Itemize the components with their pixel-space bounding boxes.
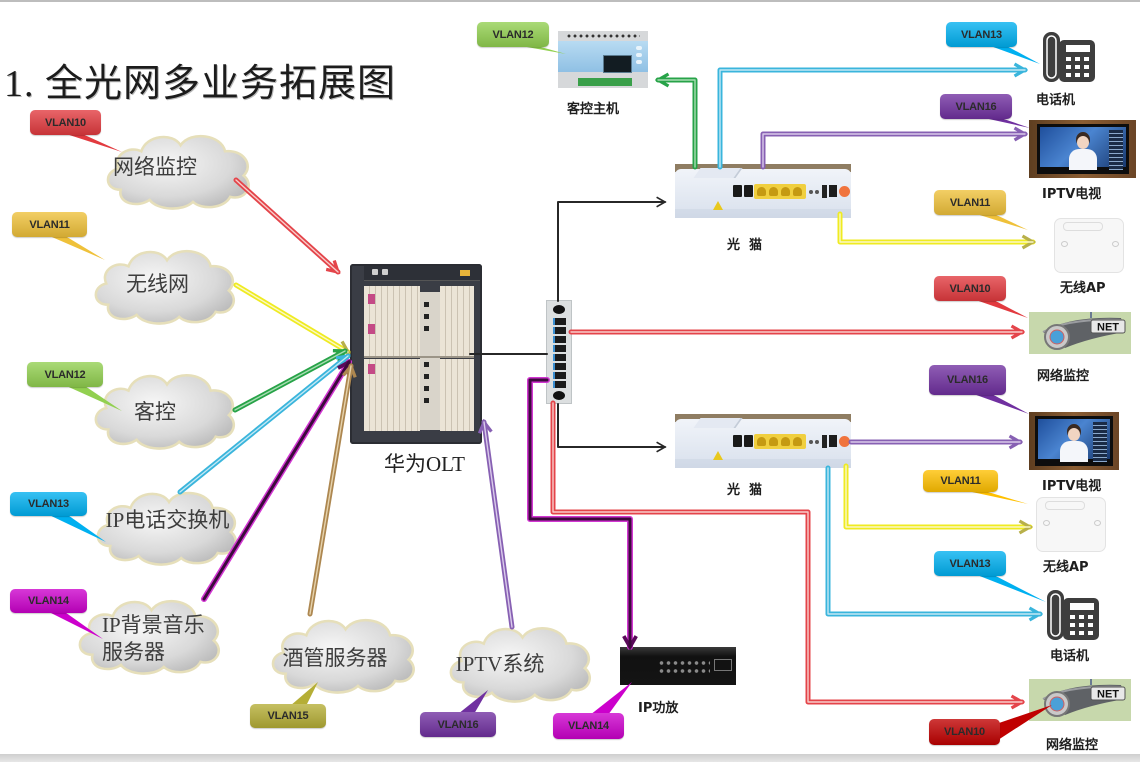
- vlan-tag: VLAN10: [30, 110, 101, 135]
- callout-tail: [968, 392, 1029, 414]
- camera-badge: NET: [1097, 689, 1119, 701]
- link-ont1-to-ap: [840, 214, 1033, 242]
- callout-tail: [970, 298, 1028, 318]
- service-label-ip-pbx: IP电话交换机: [105, 508, 230, 532]
- service-label-hotel-mgmt: 酒管服务器: [282, 646, 388, 670]
- vlan-tag: VLAN10: [929, 719, 1000, 745]
- ip-amplifier: [620, 647, 736, 685]
- ont-2: [675, 414, 851, 468]
- callout-tail: [590, 682, 632, 715]
- endpoint-label: 电话机: [1050, 649, 1090, 664]
- vlan-tag: VLAN13: [934, 551, 1006, 576]
- endpoint-label: 网络监控: [1037, 369, 1090, 384]
- callout-tail: [985, 44, 1040, 64]
- link-ont1-to-controller: [658, 80, 695, 167]
- vlan-tag: VLAN13: [10, 492, 87, 516]
- vlan-tag: VLAN16: [929, 365, 1006, 395]
- callout-tail: [972, 573, 1046, 602]
- service-label-surveillance: 网络监控: [113, 155, 197, 179]
- slide-bottom-edge: [0, 754, 1140, 762]
- callout-tail: [45, 513, 106, 542]
- callout-tail: [60, 132, 122, 152]
- vlan-tag: VLAN13: [946, 22, 1017, 47]
- callout-tail: [45, 234, 105, 260]
- vlan-tag: VLAN16: [940, 94, 1012, 119]
- link-splitter-to-ont-2: [557, 403, 666, 448]
- endpoint-label: 无线AP: [1060, 281, 1106, 296]
- endpoint-label: 无线AP: [1043, 560, 1089, 575]
- link-splitter-to-ont-1: [557, 201, 666, 302]
- callout-tail: [958, 489, 1028, 504]
- vlan-tag: VLAN11: [12, 212, 87, 237]
- wireless-ap-1: [1054, 218, 1124, 273]
- iptv-tv-2: [1029, 412, 1119, 470]
- network-camera-2: NET: [1029, 679, 1131, 721]
- network-camera-1: NET: [1029, 312, 1131, 354]
- vlan-tag: VLAN15: [250, 704, 326, 728]
- callout-tail: [996, 705, 1052, 740]
- callout-tail: [458, 690, 488, 714]
- desk-phone-icon: [1043, 32, 1095, 82]
- vlan-tag: VLAN14: [10, 589, 87, 613]
- olt-label: 华为OLT: [384, 452, 465, 476]
- room-controller-device: [558, 31, 648, 88]
- endpoint-label: 网络监控: [1046, 738, 1099, 753]
- endpoint-label: IPTV电视: [1042, 187, 1102, 202]
- controller-label: 客控主机: [567, 102, 620, 117]
- service-label-bgm-line2: 服务器: [102, 640, 165, 664]
- endpoint-label: IPTV电视: [1042, 479, 1102, 494]
- callout-tail: [290, 682, 318, 706]
- optical-splitter: [546, 300, 572, 404]
- vlan-tag: VLAN12: [27, 362, 103, 387]
- huawei-olt: [350, 264, 482, 444]
- page-title: 1. 全光网多业务拓展图: [4, 63, 397, 105]
- iptv-tv-1: [1029, 120, 1136, 178]
- vlan-tag: VLAN14: [553, 713, 624, 739]
- callout-tail: [975, 116, 1030, 128]
- service-label-bgm-line1: IP背景音乐: [102, 613, 205, 637]
- camera-badge: NET: [1097, 322, 1119, 334]
- link-ont1-to-tv: [763, 134, 1025, 167]
- vlan-tag: VLAN16: [420, 712, 496, 737]
- endpoint-label: 电话机: [1036, 93, 1076, 108]
- callout-tail: [62, 384, 122, 411]
- vlan-tag: VLAN11: [934, 190, 1006, 215]
- ont-2-label: 光 猫: [727, 483, 763, 498]
- callout-tail: [45, 610, 103, 639]
- vlan-tag: VLAN12: [477, 22, 549, 47]
- vlan-tag: VLAN11: [923, 470, 998, 492]
- callout-tail: [970, 212, 1028, 230]
- service-label-wireless: 无线网: [126, 272, 189, 296]
- ont-1-label: 光 猫: [727, 238, 763, 253]
- service-label-iptv: IPTV系统: [455, 652, 545, 676]
- wireless-ap-2: [1036, 497, 1106, 552]
- amplifier-label: IP功放: [638, 701, 679, 716]
- desk-phone-icon: [1047, 590, 1099, 640]
- vlan-tag: VLAN10: [934, 276, 1006, 301]
- service-label-room-control: 客控: [134, 400, 176, 424]
